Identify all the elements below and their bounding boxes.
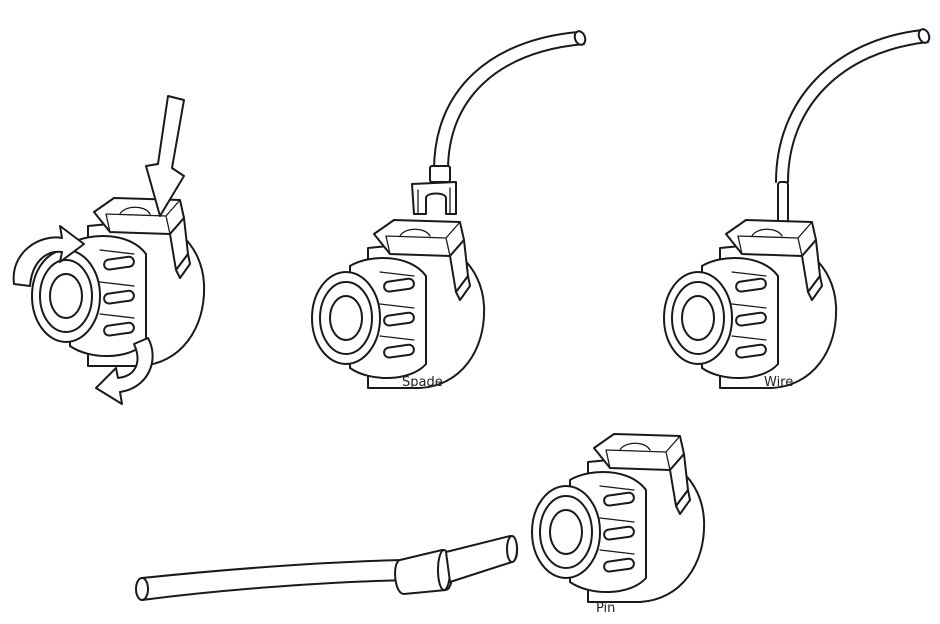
cable bbox=[433, 31, 579, 171]
press-arrow-icon bbox=[145, 95, 185, 217]
rotate-arrow-lower-icon bbox=[95, 337, 154, 405]
twist-connector bbox=[12, 95, 206, 405]
label-spade: Spade bbox=[402, 375, 443, 390]
cable bbox=[141, 559, 405, 579]
pin-connector: Pin bbox=[135, 433, 706, 616]
rotate-arrow-upper-icon bbox=[12, 225, 85, 287]
bare-wire-icon bbox=[777, 181, 789, 225]
spade-terminal-icon bbox=[411, 165, 457, 215]
pin-terminal-icon bbox=[394, 535, 518, 595]
label-pin: Pin bbox=[596, 601, 615, 616]
wire-connector: Wire bbox=[663, 28, 931, 390]
cable bbox=[775, 29, 923, 183]
label-wire: Wire bbox=[764, 375, 793, 390]
spade-connector: Spade bbox=[311, 30, 587, 390]
